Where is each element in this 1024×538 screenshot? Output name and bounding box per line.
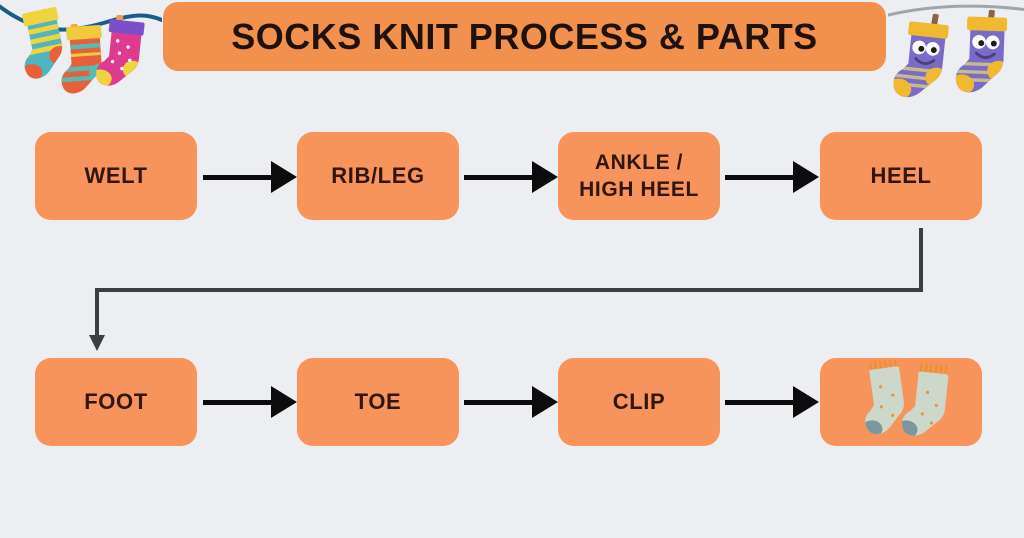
node-clip-label: CLIP	[612, 388, 666, 414]
node-rib-leg-label: RIB/LEG	[331, 162, 425, 188]
node-toe: TOE	[297, 358, 459, 446]
node-ankle-high-heel: ANKLE / HIGH HEEL	[558, 132, 720, 220]
node-rib-leg: RIB/LEG	[297, 132, 459, 220]
title-banner: SOCKS KNIT PROCESS & PARTS	[163, 2, 886, 71]
node-heel-label: HEEL	[870, 162, 932, 188]
clothesline-with-three-colorful-socks-icon	[0, 4, 162, 95]
finished-socks-pair-icon	[858, 360, 949, 439]
arrow-toe-to-clip	[464, 386, 558, 418]
node-heel: HEEL	[820, 132, 982, 220]
node-welt: WELT	[35, 132, 197, 220]
arrow-ankle-to-heel	[725, 161, 819, 193]
arrow-foot-to-toe	[203, 386, 297, 418]
arrow-clip-to-finished-socks	[725, 386, 819, 418]
node-welt-label: WELT	[84, 162, 148, 188]
clothesline-with-two-purple-cartoon-socks-icon	[888, 4, 1024, 101]
node-foot: FOOT	[35, 358, 197, 446]
node-clip: CLIP	[558, 358, 720, 446]
node-foot-label: FOOT	[84, 388, 148, 414]
arrow-welt-to-rib-leg	[203, 161, 297, 193]
arrow-rib-leg-to-ankle	[464, 161, 558, 193]
node-finished-socks	[820, 358, 982, 446]
node-toe-label: TOE	[354, 388, 402, 414]
node-ankle-high-heel-label: ANKLE / HIGH HEEL	[579, 150, 699, 201]
page-title: SOCKS KNIT PROCESS & PARTS	[231, 15, 818, 57]
